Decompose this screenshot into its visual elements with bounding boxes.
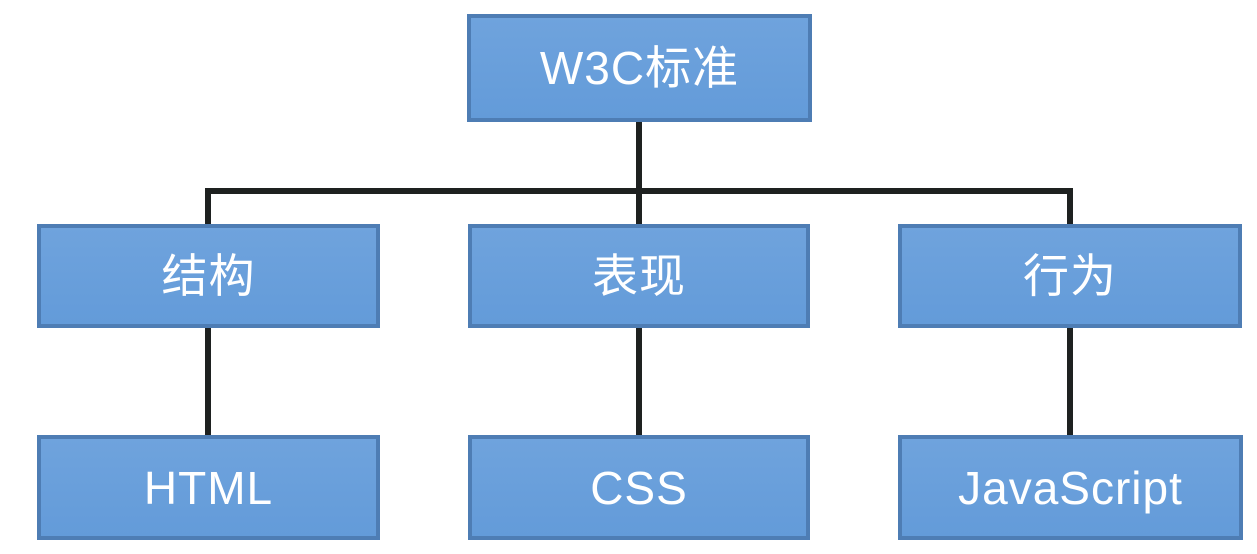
- connector-drop-structure: [205, 188, 211, 224]
- node-behavior: 行为: [898, 224, 1242, 328]
- node-javascript: JavaScript: [898, 435, 1243, 540]
- node-html: HTML: [37, 435, 380, 540]
- connector-behavior-javascript: [1067, 328, 1073, 435]
- node-presentation: 表现: [468, 224, 810, 328]
- connector-drop-behavior: [1067, 188, 1073, 224]
- node-w3c-standard: W3C标准: [467, 14, 812, 122]
- connector-root-stem: [636, 122, 642, 224]
- connector-structure-html: [205, 328, 211, 435]
- connector-horizontal-bus: [205, 188, 1073, 194]
- node-css: CSS: [468, 435, 810, 540]
- connector-presentation-css: [636, 328, 642, 435]
- node-structure: 结构: [37, 224, 380, 328]
